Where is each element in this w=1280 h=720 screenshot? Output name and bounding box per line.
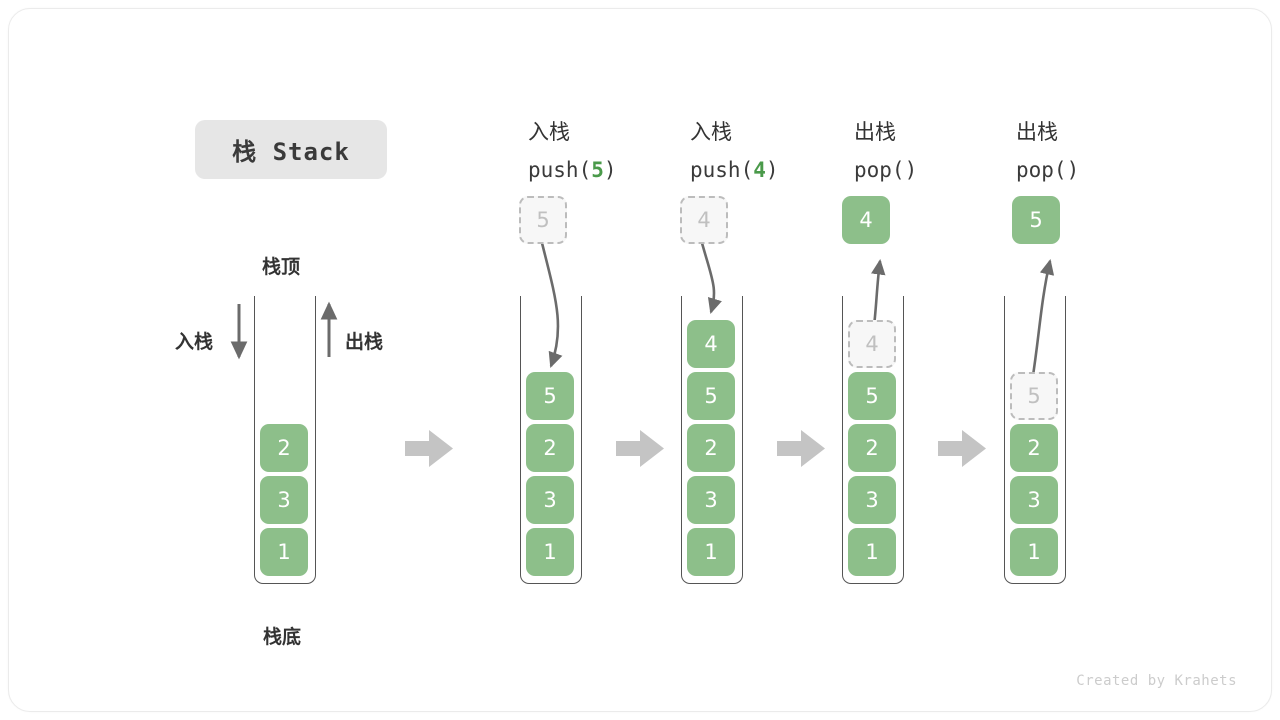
incoming-ghost-cell: 4 (680, 196, 728, 244)
step-arrow-2 (616, 430, 664, 467)
step-arrow-4 (938, 430, 986, 467)
stack-cell: 3 (260, 476, 308, 524)
stack-cell: 1 (260, 528, 308, 576)
stack-cell: 1 (526, 528, 574, 576)
code-pre: push( (528, 158, 592, 182)
stack-cell: 5 (687, 372, 735, 420)
code-post: ) (904, 158, 918, 182)
stack-cell: 1 (848, 528, 896, 576)
stack-container (254, 296, 316, 584)
stack-cell: 2 (848, 424, 896, 472)
stack-cell: 5 (526, 372, 574, 420)
stack-bottom-label: 栈底 (263, 626, 302, 648)
stack-cell: 1 (1010, 528, 1058, 576)
stack-cell: 3 (526, 476, 574, 524)
vacated-ghost-cell: 5 (1010, 372, 1058, 420)
step-heading-code: push(5) (528, 151, 708, 189)
stack-cell: 3 (848, 476, 896, 524)
step-heading-cn: 入栈 (528, 120, 570, 144)
step-heading-cn: 出栈 (1016, 120, 1058, 144)
stack-container (1004, 296, 1066, 584)
stack-cell: 2 (1010, 424, 1058, 472)
incoming-ghost-cell: 5 (519, 196, 567, 244)
code-pre: pop( (1016, 158, 1067, 182)
pop-label: 出栈 (345, 331, 384, 353)
code-pre: pop( (854, 158, 905, 182)
step-heading-cn: 出栈 (854, 120, 896, 144)
code-post: ) (765, 158, 779, 182)
stack-top-label: 栈顶 (262, 256, 301, 278)
code-arg: 5 (591, 158, 604, 182)
stack-cell: 1 (687, 528, 735, 576)
stack-cell: 3 (687, 476, 735, 524)
vacated-ghost-cell: 4 (848, 320, 896, 368)
stack-container (520, 296, 582, 584)
diagram-card: 栈 Stack 入栈 push(5) 入栈 push(4) 出栈 pop() 出… (8, 8, 1272, 712)
popped-cell: 5 (1012, 196, 1060, 244)
footer-credit: Created by Krahets (1076, 673, 1237, 689)
step-heading-code: push(4) (690, 151, 870, 189)
step-heading-push-5: 入栈 push(5) (528, 113, 708, 189)
stack-cell: 2 (260, 424, 308, 472)
code-post: ) (1066, 158, 1080, 182)
title-label: 栈 Stack (232, 138, 350, 166)
code-pre: push( (690, 158, 754, 182)
popped-cell: 4 (842, 196, 890, 244)
stack-container (842, 296, 904, 584)
push-label: 入栈 (175, 331, 214, 353)
step-heading-pop-5: 出栈 pop() (1016, 113, 1196, 189)
step-heading-push-4: 入栈 push(4) (690, 113, 870, 189)
title-badge: 栈 Stack (195, 120, 387, 179)
stack-container (681, 296, 743, 584)
stack-cell: 2 (687, 424, 735, 472)
step-heading-code: pop() (854, 151, 1034, 189)
code-arg: 4 (753, 158, 766, 182)
stack-cell: 4 (687, 320, 735, 368)
step-heading-cn: 入栈 (690, 120, 732, 144)
code-post: ) (603, 158, 617, 182)
step-heading-code: pop() (1016, 151, 1196, 189)
step-arrow-1 (405, 430, 453, 467)
stack-cell: 5 (848, 372, 896, 420)
stack-cell: 3 (1010, 476, 1058, 524)
stack-cell: 2 (526, 424, 574, 472)
step-arrow-3 (777, 430, 825, 467)
step-heading-pop-4: 出栈 pop() (854, 113, 1034, 189)
